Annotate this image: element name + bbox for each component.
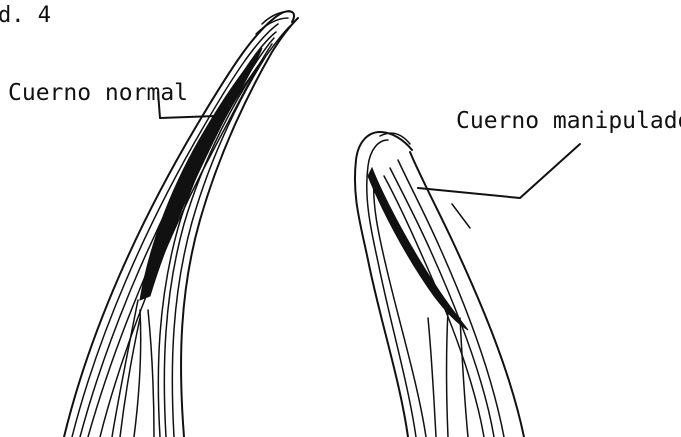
normal-horn: [64, 11, 298, 437]
label-normal-horn: Cuerno normal: [8, 80, 188, 106]
label-manipulated-horn: Cuerno manipulado: [456, 108, 681, 134]
figure-number: d. 4: [0, 3, 51, 28]
manipulated-horn: [355, 132, 524, 437]
manipulated-leader-line: [418, 144, 580, 198]
